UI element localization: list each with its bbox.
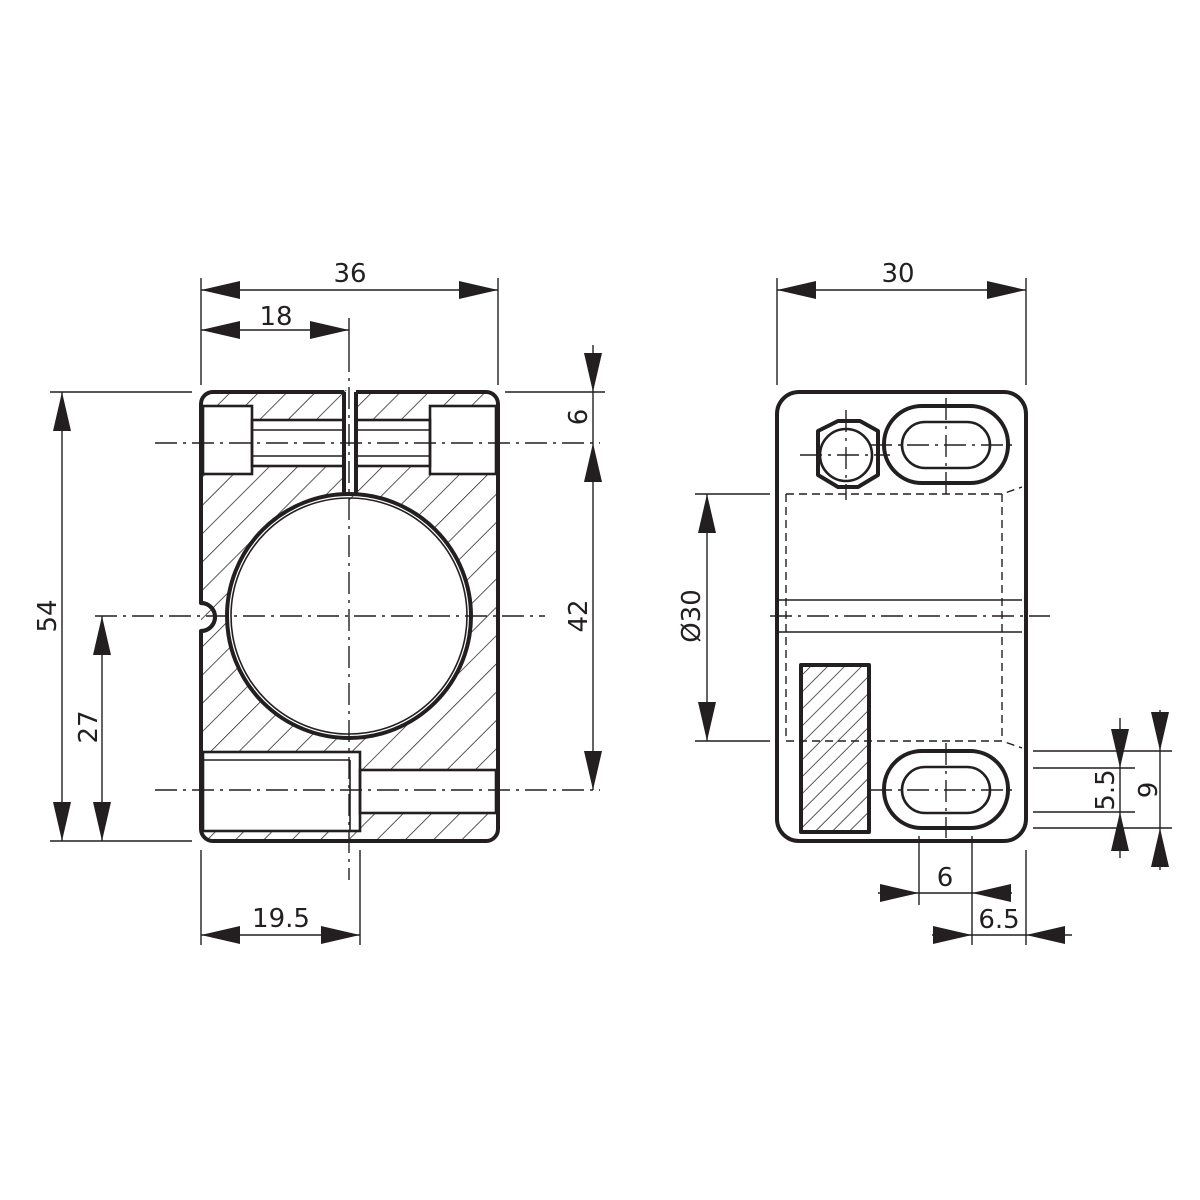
dim-label-19-5: 19.5 bbox=[252, 904, 310, 934]
arrowhead bbox=[880, 884, 919, 902]
arrowhead bbox=[53, 392, 71, 431]
arrowhead bbox=[321, 926, 360, 944]
arrowhead bbox=[201, 321, 240, 339]
dim-label-5-5: 5.5 bbox=[1091, 769, 1121, 810]
insert-outline bbox=[799, 663, 871, 834]
dim-label-27: 27 bbox=[74, 710, 104, 743]
arrowhead bbox=[459, 281, 498, 299]
arrowhead bbox=[698, 494, 716, 533]
front-outline bbox=[199, 390, 500, 843]
front-dimensions: 36 18 54 27 19.5 6 42 bbox=[33, 259, 605, 945]
arrowhead bbox=[53, 802, 71, 841]
insert-hatching bbox=[801, 665, 869, 832]
dim-label-6-top: 6 bbox=[564, 409, 594, 426]
side-view bbox=[770, 390, 1050, 843]
arrowhead bbox=[1151, 828, 1169, 867]
dim-label-6-slot: 6 bbox=[937, 863, 954, 893]
top-bore-left bbox=[250, 418, 346, 468]
arrowhead bbox=[698, 702, 716, 741]
dim-label-54: 54 bbox=[33, 599, 63, 632]
arrowhead bbox=[1111, 729, 1129, 768]
dim-label-36: 36 bbox=[333, 259, 366, 289]
arrowhead bbox=[933, 926, 972, 944]
bottom-bore bbox=[358, 768, 498, 815]
hex-screw-head bbox=[816, 419, 880, 489]
arrowhead bbox=[310, 321, 349, 339]
arrowhead bbox=[972, 884, 1011, 902]
dim-label-9: 9 bbox=[1134, 782, 1164, 799]
bottom-counterbore bbox=[201, 750, 362, 833]
arrowhead bbox=[584, 353, 602, 392]
dim-label-18: 18 bbox=[259, 302, 292, 332]
arrowhead bbox=[1151, 712, 1169, 751]
top-counterbore-right bbox=[428, 404, 498, 476]
arrowhead bbox=[777, 281, 816, 299]
dim-label-6-5: 6.5 bbox=[978, 905, 1019, 935]
arrowhead bbox=[201, 926, 240, 944]
clamp-slit bbox=[342, 392, 358, 496]
arrowhead bbox=[987, 281, 1026, 299]
arrowhead bbox=[1111, 812, 1129, 851]
dim-label-42: 42 bbox=[564, 599, 594, 632]
dim-label-30: 30 bbox=[881, 259, 914, 289]
arrowhead bbox=[1026, 926, 1065, 944]
side-notch bbox=[200, 601, 217, 633]
arrowhead bbox=[93, 802, 111, 841]
front-section-view bbox=[95, 350, 600, 880]
arrowhead bbox=[93, 616, 111, 655]
arrowhead bbox=[201, 281, 240, 299]
hidden-bore bbox=[785, 486, 1023, 749]
section-hatching bbox=[201, 390, 498, 841]
arrowhead bbox=[584, 751, 602, 790]
dim-label-bore-diameter: Ø30 bbox=[677, 589, 707, 643]
side-dimensions: 30 Ø30 5.5 9 6 6.5 bbox=[677, 259, 1172, 945]
top-counterbore-left bbox=[201, 404, 254, 476]
